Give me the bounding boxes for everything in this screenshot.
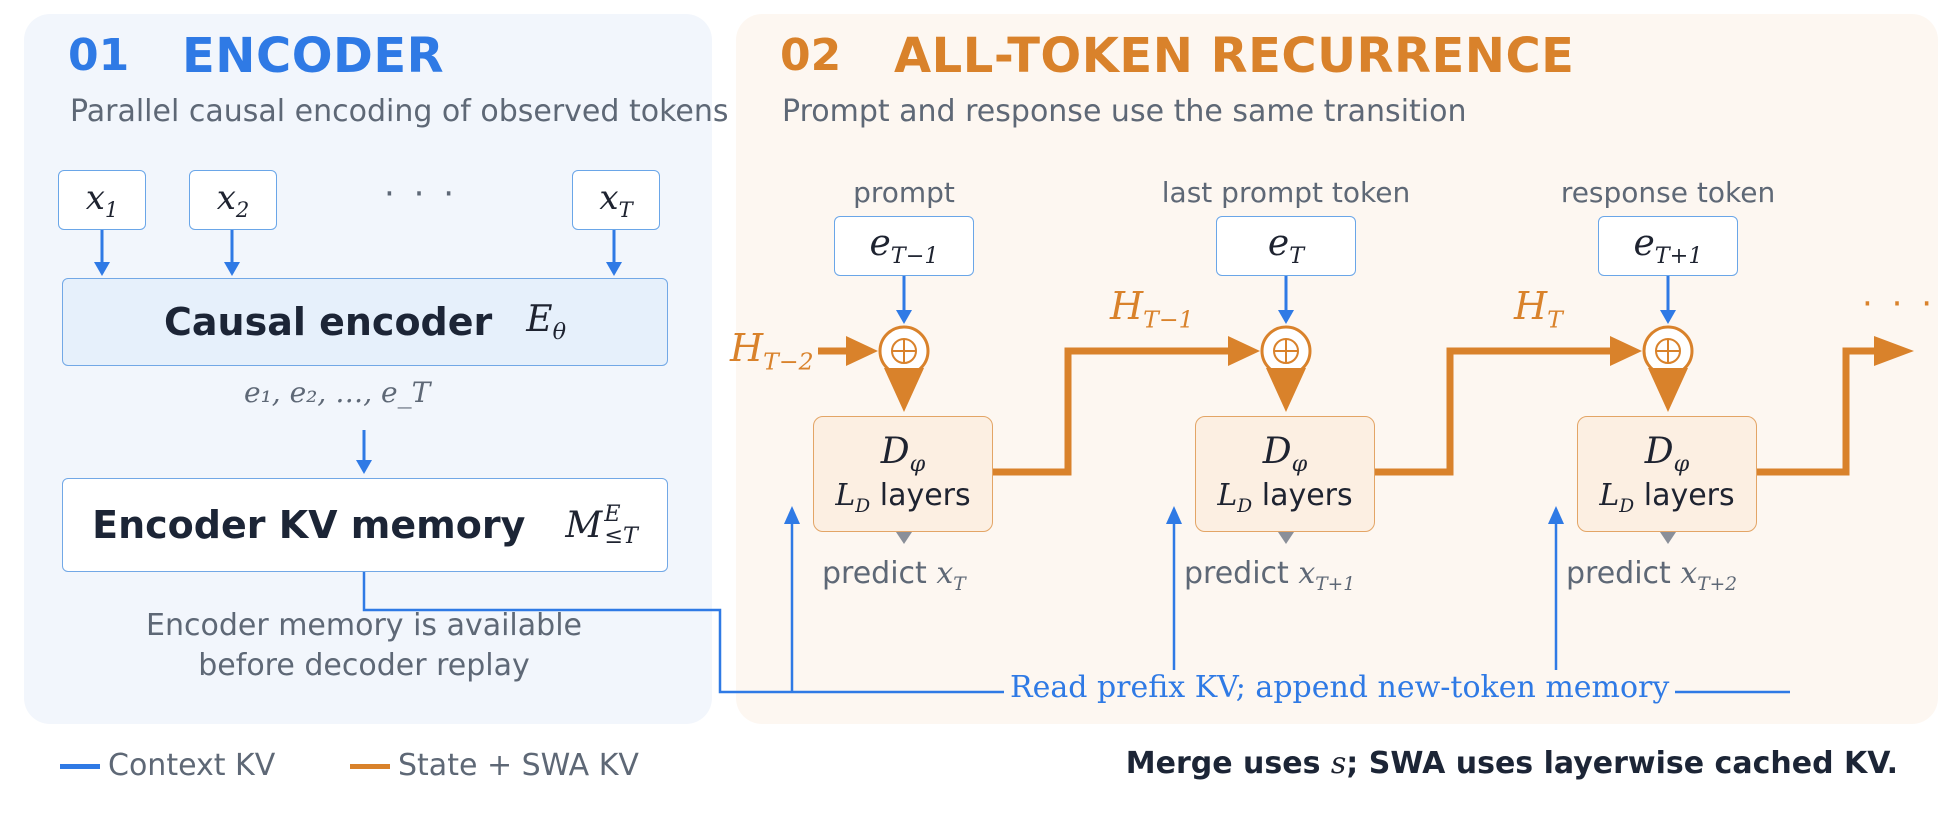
step3-decoder-symbol: Dφ [1644,431,1690,478]
step2-embedding-box: eT [1216,216,1356,276]
legend-state: State + SWA KV [350,748,639,783]
step2-decoder-symbol: Dφ [1262,431,1308,478]
merge-symbols [891,338,1681,364]
token-box-2: x2 [189,170,277,230]
step3-state-in: HT [1514,284,1563,334]
step1-decoder-symbol: Dφ [880,431,926,478]
step3-embedding-box: eT+1 [1598,216,1738,276]
recurrence-subtitle: Prompt and response use the same transit… [782,94,1467,129]
step1-decoder-box: Dφ LD layers [813,416,993,532]
step2-embedding: eT [1267,222,1305,270]
footnote: Merge uses s; SWA uses layerwise cached … [1125,746,1898,781]
embedding-arrows [896,276,1676,324]
legend-context-label: Context KV [108,748,276,783]
predict-arrows [896,532,1676,544]
context-kv-arrowheads [784,506,1564,524]
step1-decoder-layers: LD layers [835,477,971,517]
encoder-memory-note: Encoder memory is available before decod… [110,606,618,686]
step1-prediction: predict xT [822,556,966,595]
token-x2: x2 [216,178,250,222]
encoder-memory-label: Encoder KV memory [92,503,526,547]
merge-to-decoder [884,368,1688,412]
recurrence-panel [736,14,1938,724]
context-swatch [60,764,100,769]
note-line-1: Encoder memory is available [146,608,582,643]
step1-top-label: prompt [853,176,955,209]
encoder-subtitle: Parallel causal encoding of observed tok… [70,94,729,129]
step1-embedding-box: eT−1 [834,216,974,276]
state-path [818,347,1880,476]
encoder-number: 01 [68,30,130,81]
token-box-1: x1 [58,170,146,230]
legend-context: Context KV [60,748,275,783]
token-box-T: xT [572,170,660,230]
read-prefix-label: Read prefix KV; append new-token memory [1004,670,1676,705]
memory-symbol: M E ≤T [565,500,638,549]
recurrence-number: 02 [780,30,842,81]
causal-encoder-label: Causal encoder [164,300,493,344]
token-arrows [94,230,622,276]
step2-top-label: last prompt token [1161,176,1411,209]
embedding-sequence: e₁, e₂, …, e_T [244,376,431,409]
encoder-panel [24,14,712,724]
recurrence-title: ALL-TOKEN RECURRENCE [894,28,1575,84]
trailing-ellipsis: · · · [1862,284,1937,324]
step2-prediction: predict xT+1 [1184,556,1356,595]
step1-state-in: HT−2 [730,326,814,376]
legend-state-label: State + SWA KV [398,748,639,783]
context-kv-line [362,518,1790,694]
step3-top-label: response token [1560,176,1776,209]
token-xT: xT [599,178,633,222]
memory-arrow [356,430,372,474]
encoder-title: ENCODER [182,28,445,84]
step3-decoder-box: Dφ LD layers [1577,416,1757,532]
step2-state-in: HT−1 [1110,284,1194,334]
step2-decoder-layers: LD layers [1217,477,1353,517]
step3-decoder-layers: LD layers [1599,477,1735,517]
state-swatch [350,764,390,769]
step3-prediction: predict xT+2 [1566,556,1738,595]
token-ellipsis: · · · [384,174,459,214]
step2-decoder-box: Dφ LD layers [1195,416,1375,532]
encoder-symbol: Eθ [526,298,566,346]
causal-encoder-box: Causal encoder Eθ [62,278,668,366]
note-line-2: before decoder replay [198,648,530,683]
step3-embedding: eT+1 [1633,222,1703,270]
state-arrowheads [846,336,1914,366]
token-x1: x1 [85,178,119,222]
encoder-memory-box: Encoder KV memory M E ≤T [62,478,668,572]
step1-embedding: eT−1 [869,222,939,270]
